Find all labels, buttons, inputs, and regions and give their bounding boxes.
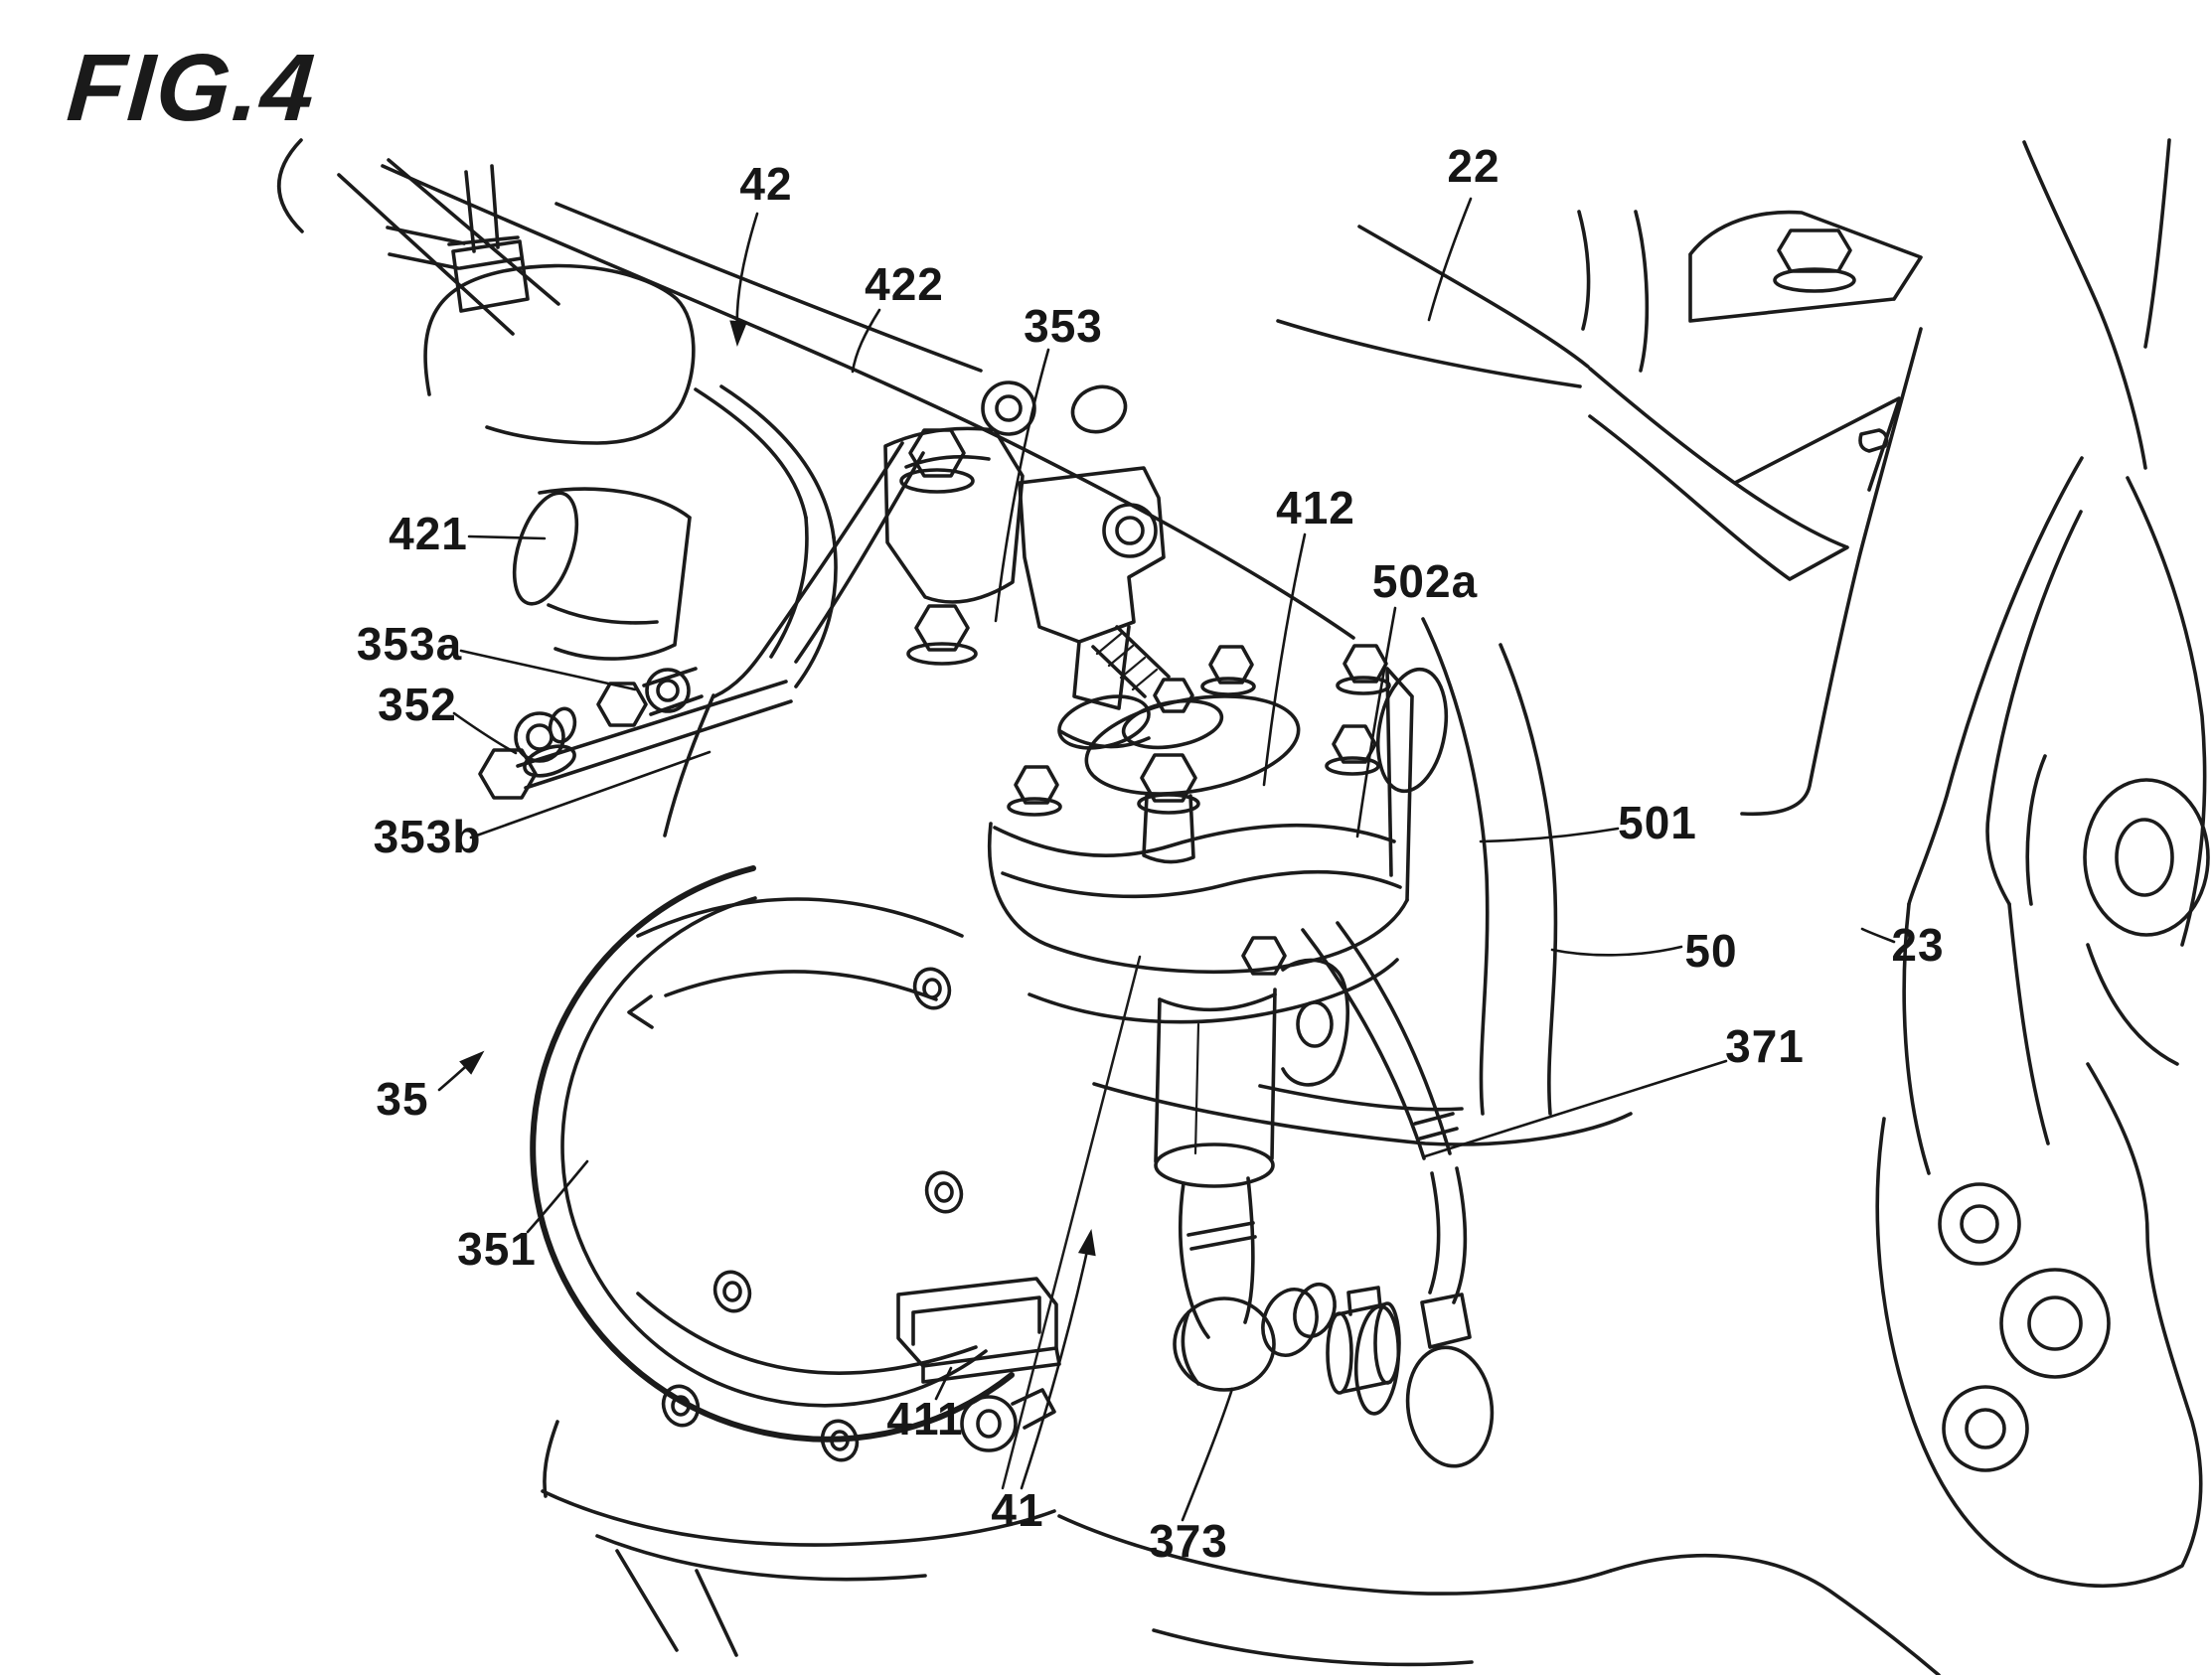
leader-501: [1479, 827, 1620, 843]
leader-371: [1423, 1059, 1728, 1158]
ref-label-353: 353: [1024, 300, 1103, 352]
leader-22: [1427, 197, 1473, 322]
leader-42: [735, 212, 759, 336]
lower-parts-group: [541, 955, 1941, 1675]
figure-title: FIG.4: [64, 35, 320, 141]
leader-502a: [1355, 606, 1397, 838]
ref-label-42: 42: [739, 158, 793, 210]
pump-bolts: [1007, 644, 1391, 976]
leader-353a: [459, 649, 637, 691]
leader-412: [1262, 533, 1307, 787]
ref-label-23: 23: [1891, 919, 1945, 971]
mount-rail-group: [478, 667, 793, 800]
ref-label-351: 351: [457, 1223, 537, 1275]
ref-label-41: 41: [991, 1484, 1044, 1536]
ref-label-35: 35: [376, 1073, 429, 1125]
ref-label-501: 501: [1618, 797, 1697, 848]
leader-arrowhead-41: [1077, 1229, 1096, 1257]
actuator-and-starter-group: [277, 138, 838, 838]
ref-label-352: 352: [378, 679, 457, 730]
ref-label-353b: 353b: [373, 811, 482, 862]
leader-23: [1860, 927, 1896, 944]
leader-arrowhead-35: [459, 1050, 485, 1075]
ref-label-411: 411: [886, 1393, 964, 1445]
leader-arrowhead-42: [729, 320, 748, 347]
leader-353: [994, 348, 1050, 623]
leader-352: [452, 711, 518, 755]
ref-label-502a: 502a: [1371, 555, 1479, 607]
leader-50: [1550, 945, 1683, 957]
frame-group: [1276, 138, 2210, 1589]
ref-label-371: 371: [1725, 1020, 1805, 1072]
hoses-group: [1173, 921, 1495, 1468]
ref-label-50: 50: [1684, 925, 1738, 977]
ref-label-422: 422: [865, 258, 944, 310]
ref-label-373: 373: [1149, 1515, 1228, 1567]
leader-41: [1020, 1240, 1091, 1490]
water-pump-group: [988, 644, 1633, 1188]
ref-label-421: 421: [389, 508, 468, 559]
engine-cover-group: [530, 865, 1015, 1462]
leader-353b: [469, 750, 711, 839]
ref-label-22: 22: [1447, 140, 1501, 192]
leader-411: [934, 1366, 953, 1401]
leader-351: [526, 1159, 589, 1234]
leader-lines-layer: [437, 197, 1896, 1522]
fairing-edge-group: [381, 164, 1355, 640]
leader-373: [1181, 1387, 1234, 1522]
ref-label-353a: 353a: [356, 618, 463, 670]
leader-422: [851, 308, 881, 374]
ref-label-412: 412: [1276, 482, 1355, 533]
cover-bolt-holes: [661, 967, 964, 1462]
bracket-valve-group: [712, 381, 1171, 710]
leader-421: [467, 534, 547, 540]
